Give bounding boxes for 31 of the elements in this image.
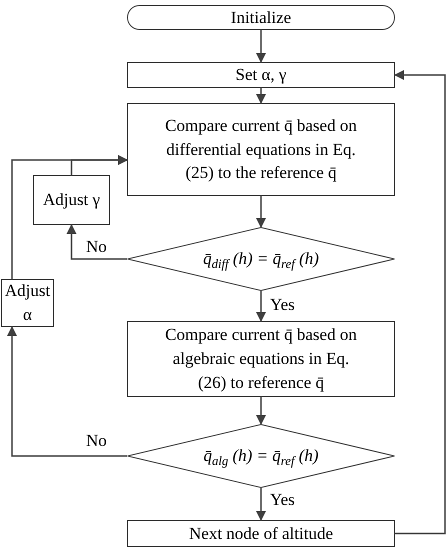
terminal-box — [127, 5, 395, 30]
edge-label: No — [84, 238, 109, 255]
arrow — [7, 326, 127, 457]
arrow — [256, 196, 266, 228]
step-text: Compare current q̄ based on algebraic equations in Eq. (26) to reference q̄ — [164, 324, 358, 394]
arrow — [256, 488, 266, 521]
step-text: Set α, γ — [236, 64, 286, 86]
process-box — [127, 103, 395, 196]
condition-text: q̄$_{alg}$ (h) = q̄$_{ref}$ (h) — [203, 445, 319, 467]
edge-label: Yes — [268, 296, 297, 313]
arrow — [394, 70, 446, 534]
arrow — [256, 291, 266, 322]
process-box — [127, 321, 395, 397]
edge-label: Yes — [268, 491, 297, 508]
arrow — [256, 397, 266, 425]
decision-diamond — [127, 227, 395, 291]
arrow — [256, 88, 266, 104]
arrow — [256, 30, 266, 63]
step-text: Compare current q̄ based on differential equations in Eq. (25) to the reference q̄ — [164, 114, 358, 184]
arrow — [11, 155, 128, 279]
process-box — [33, 175, 110, 225]
step-text: Adjust γ — [42, 189, 100, 212]
edge-label: No — [84, 432, 109, 449]
condition-text: q̄$_{diff}$ (h) = q̄$_{ref}$ (h) — [203, 248, 319, 270]
process-box — [127, 520, 395, 547]
step-text: Adjust α — [4, 280, 50, 326]
step-text: Initialize — [230, 6, 292, 29]
decision-diamond — [127, 424, 395, 488]
arrow — [66, 224, 127, 260]
process-box — [127, 62, 395, 88]
step-text: Next node of altitude — [189, 522, 333, 545]
